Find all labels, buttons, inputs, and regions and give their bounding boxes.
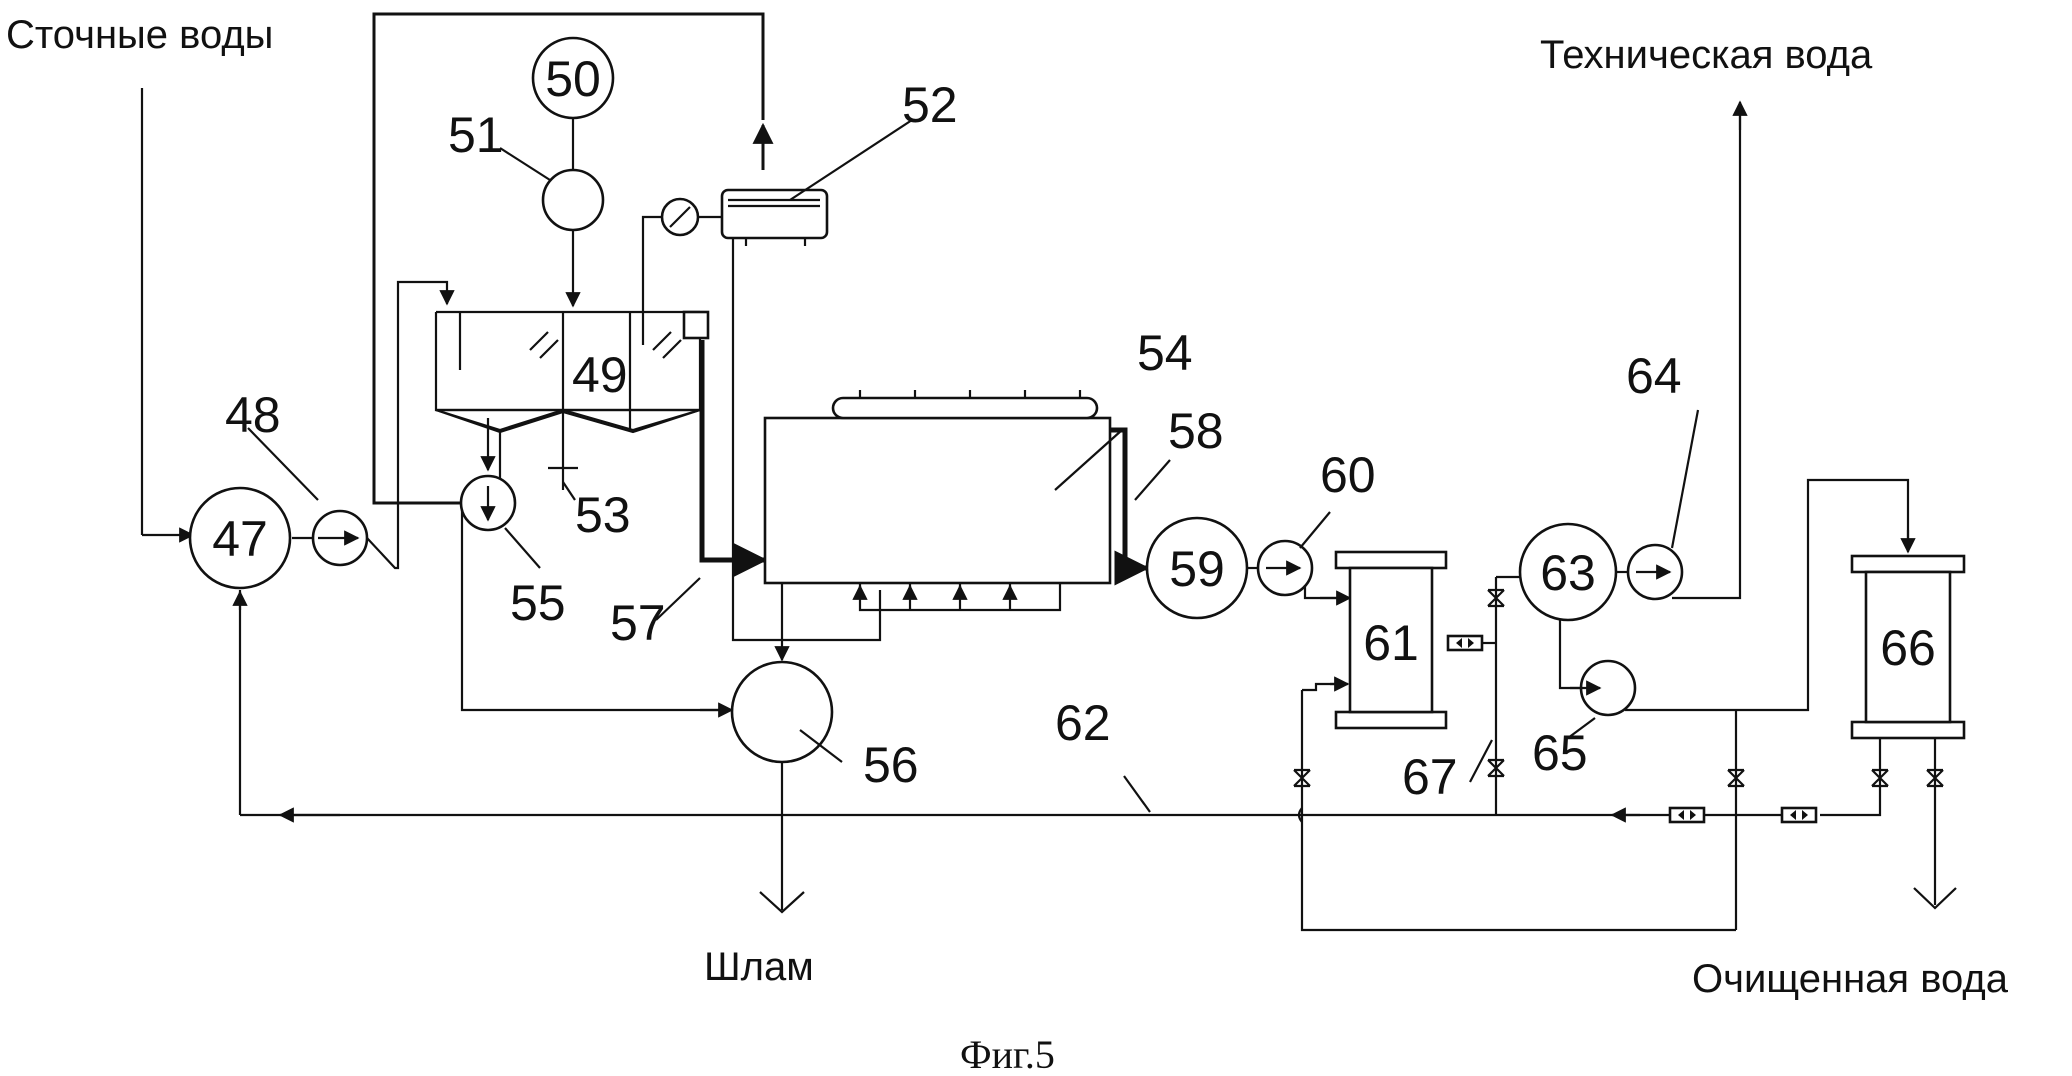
pump-65-label: 65 <box>1532 725 1588 781</box>
check-valve-62 <box>1668 806 1706 824</box>
unit-51-circle <box>541 168 605 232</box>
pump-64-label: 64 <box>1626 348 1682 404</box>
column-61 <box>1334 550 1448 730</box>
line-67-label: 67 <box>1402 749 1458 805</box>
column-66-label: 66 <box>1880 620 1936 676</box>
line-62-label: 62 <box>1055 695 1111 751</box>
purified-water-caption: Очищенная вода <box>1692 957 2009 1001</box>
tank-54 <box>763 390 1112 612</box>
pump-48-label: 48 <box>225 387 281 443</box>
unit-47-label: 47 <box>212 511 268 567</box>
unit-63-label: 63 <box>1540 545 1596 601</box>
figure-caption: Фиг.5 <box>960 1032 1055 1076</box>
check-valve-61 <box>1446 634 1484 652</box>
unit-47-circle <box>188 486 292 590</box>
sludge-caption: Шлам <box>704 945 814 989</box>
unit-51-label: 51 <box>448 107 504 163</box>
tank-49-label: 49 <box>572 347 628 403</box>
line-58-label: 58 <box>1168 403 1224 459</box>
drain-53-label: 53 <box>575 487 631 543</box>
line-57-label: 57 <box>610 595 666 651</box>
unit-59-label: 59 <box>1169 541 1225 597</box>
unit-56-label: 56 <box>863 737 919 793</box>
wastewater-inlet-line <box>140 88 195 543</box>
tank-54-label: 54 <box>1137 325 1193 381</box>
unit-52 <box>720 188 829 246</box>
pump-55-label: 55 <box>510 575 566 631</box>
pump-60-label: 60 <box>1320 447 1376 503</box>
unit-56-circle <box>730 660 834 764</box>
unit-50-label: 50 <box>545 51 601 107</box>
column-61-label: 61 <box>1363 615 1419 671</box>
column-66 <box>1850 554 1966 740</box>
check-valve-66 <box>1780 806 1818 824</box>
unit-52-label: 52 <box>902 77 958 133</box>
wastewater-caption: Сточные воды <box>6 13 273 57</box>
process-water-caption: Техническая вода <box>1540 33 1873 77</box>
